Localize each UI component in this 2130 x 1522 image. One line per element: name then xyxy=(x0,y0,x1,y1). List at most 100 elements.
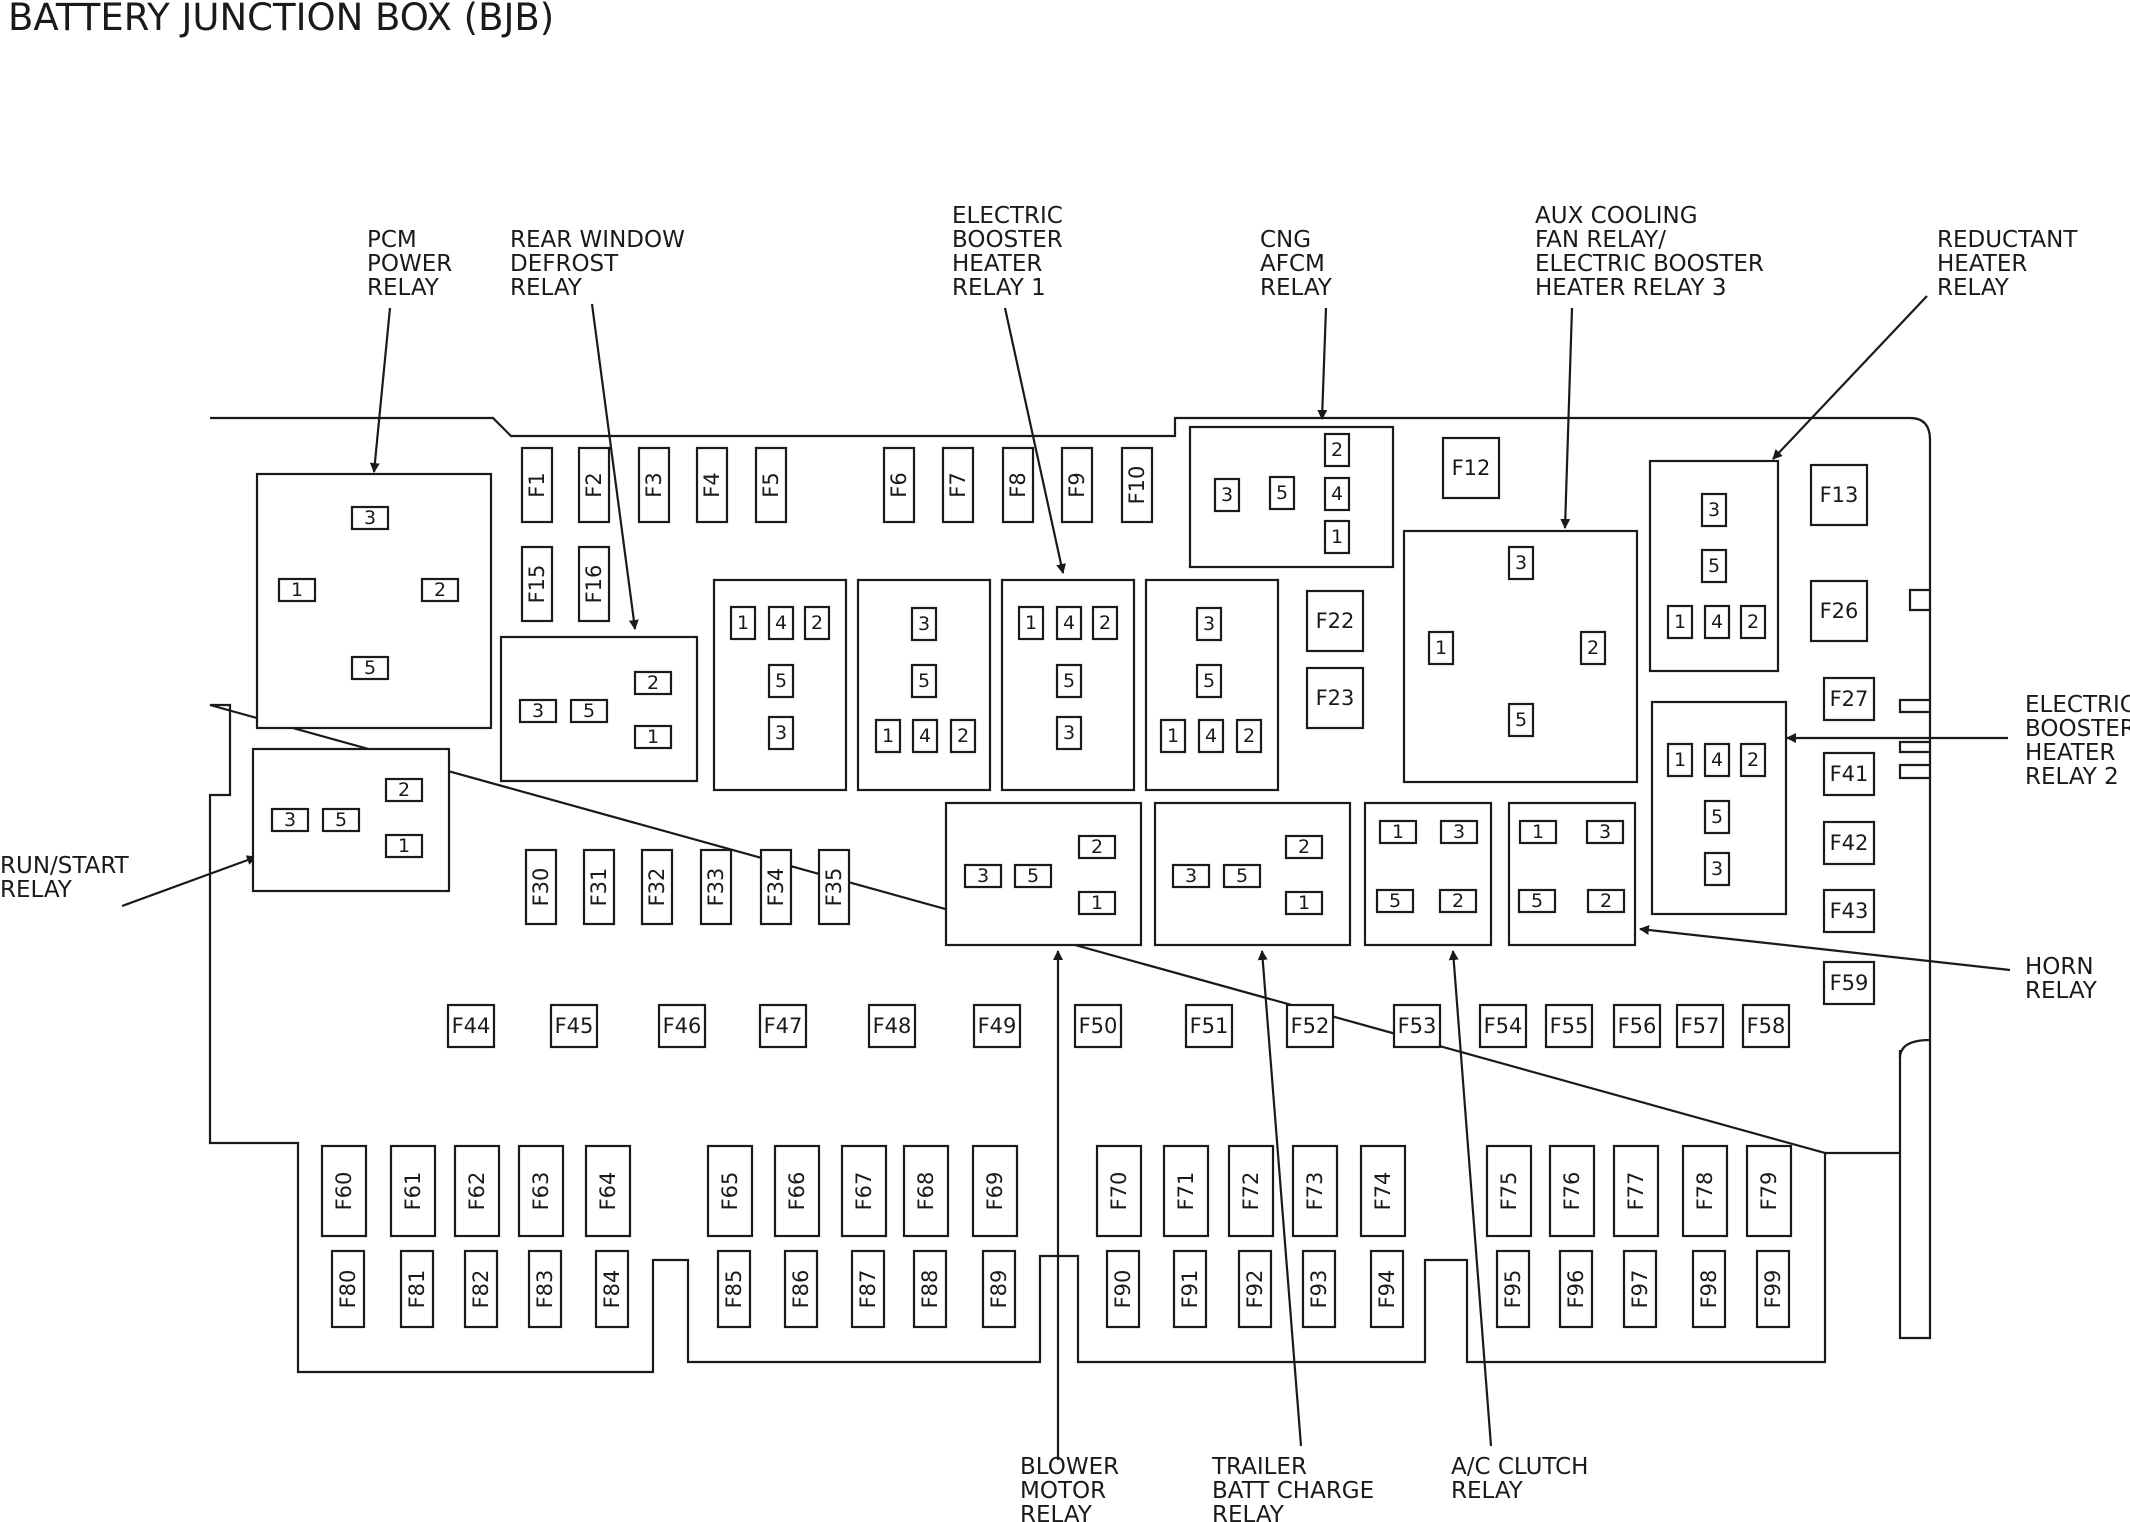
terminal: 5 xyxy=(1517,888,1557,914)
terminal-pad xyxy=(767,663,795,699)
terminal: 1 xyxy=(1518,819,1558,845)
terminal-pad xyxy=(1197,718,1225,754)
terminal: 1 xyxy=(277,577,317,603)
terminal-number: 5 xyxy=(335,809,347,831)
terminal-pad xyxy=(1323,432,1351,468)
fuse-body xyxy=(716,1249,752,1329)
fuse-f67: F67 xyxy=(840,1144,888,1238)
terminal: 2 xyxy=(1235,718,1263,754)
terminal-pad xyxy=(1518,819,1558,845)
fuse-body xyxy=(1741,1003,1791,1049)
fuse-body xyxy=(524,848,558,926)
fuse-f55: F55 xyxy=(1544,1003,1594,1049)
fuse-label: F79 xyxy=(1757,1172,1781,1211)
fuse-label: F33 xyxy=(704,868,728,907)
terminal-pad xyxy=(1375,888,1415,914)
fuse-f53: F53 xyxy=(1392,1003,1442,1049)
fuse-f58: F58 xyxy=(1741,1003,1791,1049)
terminal-pad xyxy=(1739,604,1767,640)
terminal-pad xyxy=(1013,863,1053,889)
label-line: AUX COOLING xyxy=(1535,203,1698,229)
fuse-f78: F78 xyxy=(1681,1144,1729,1238)
fuse-body xyxy=(1822,751,1876,797)
terminal-pad xyxy=(1703,851,1731,887)
fuse-f32: F32 xyxy=(640,848,674,926)
fuse-label: F27 xyxy=(1830,687,1869,711)
terminal-number: 1 xyxy=(1532,821,1544,843)
fuse-label: F41 xyxy=(1830,762,1869,786)
fuse-label: F93 xyxy=(1307,1270,1331,1309)
fuse-body xyxy=(1809,579,1869,643)
terminal-number: 2 xyxy=(1298,836,1310,858)
fuse-f43: F43 xyxy=(1822,888,1876,934)
terminal-pad xyxy=(633,724,673,750)
terminal: 3 xyxy=(1700,492,1728,528)
fuse-label: F6 xyxy=(887,472,911,497)
fuse-f6: F6 xyxy=(882,446,916,524)
fuse-body xyxy=(912,1249,948,1329)
terminal-pad xyxy=(1703,799,1731,835)
fuse-body xyxy=(389,1144,437,1238)
fuse-f12: F12 xyxy=(1441,436,1501,500)
fuse-label: F31 xyxy=(587,868,611,907)
arrow-pcm xyxy=(369,307,392,473)
terminal: 5 xyxy=(910,663,938,699)
fuse-f99: F99 xyxy=(1755,1249,1791,1329)
terminal-pad xyxy=(1091,605,1119,641)
label-line: ELECTRIC BOOSTER xyxy=(1535,251,1764,277)
terminal-pad xyxy=(729,605,757,641)
fuse-f94: F94 xyxy=(1369,1249,1405,1329)
fuse-f9: F9 xyxy=(1060,446,1094,524)
fuse-label: F55 xyxy=(1550,1014,1589,1038)
fuse-label: F85 xyxy=(722,1270,746,1309)
terminal: 3 xyxy=(1171,863,1211,889)
terminal-number: 5 xyxy=(1711,806,1723,828)
fuse-label: F88 xyxy=(918,1270,942,1309)
fuse-body xyxy=(754,446,788,524)
terminal-number: 3 xyxy=(364,507,376,529)
fuse-label: F97 xyxy=(1628,1270,1652,1309)
terminal: 3 xyxy=(910,606,938,642)
fuse-label: F69 xyxy=(983,1172,1007,1211)
terminal-number: 5 xyxy=(1236,865,1248,887)
terminal: 5 xyxy=(1013,863,1053,889)
label-line: FAN RELAY/ xyxy=(1535,227,1666,253)
fuse-f41: F41 xyxy=(1822,751,1876,797)
label-line: RELAY xyxy=(2025,978,2098,1004)
fuse-label: F80 xyxy=(336,1270,360,1309)
terminal-pad xyxy=(350,655,390,681)
fuse-f93: F93 xyxy=(1301,1249,1337,1329)
terminal-pad xyxy=(1703,604,1731,640)
terminal: 1 xyxy=(1077,890,1117,916)
terminal: 3 xyxy=(1055,715,1083,751)
fuse-body xyxy=(330,1249,366,1329)
terminal-pad xyxy=(1195,606,1223,642)
fuse-f16: F16 xyxy=(577,545,611,623)
fuse-f81: F81 xyxy=(399,1249,435,1329)
fuse-body xyxy=(657,1003,707,1049)
terminal-pad xyxy=(277,577,317,603)
fuse-body xyxy=(1120,446,1154,524)
fuse-body xyxy=(1172,1249,1208,1329)
terminal-pad xyxy=(1700,492,1728,528)
terminal-number: 4 xyxy=(1331,483,1343,505)
terminal-pad xyxy=(1585,819,1625,845)
terminal-number: 2 xyxy=(811,612,823,634)
fuse-label: F16 xyxy=(582,565,606,604)
terminal: 4 xyxy=(1323,476,1351,512)
fuse-label: F84 xyxy=(600,1270,624,1309)
label-line: BLOWER xyxy=(1020,1454,1119,1480)
fuse-body xyxy=(1485,1144,1533,1238)
fuse-f95: F95 xyxy=(1495,1249,1531,1329)
terminal: 2 xyxy=(1438,888,1478,914)
fuse-f85: F85 xyxy=(716,1249,752,1329)
fuse-body xyxy=(1622,1249,1658,1329)
fuse-body xyxy=(1301,1249,1337,1329)
terminal-pad xyxy=(963,863,1003,889)
fuse-body xyxy=(1548,1144,1596,1238)
fuse-body xyxy=(1681,1144,1729,1238)
arrow-horn xyxy=(1639,925,2011,972)
